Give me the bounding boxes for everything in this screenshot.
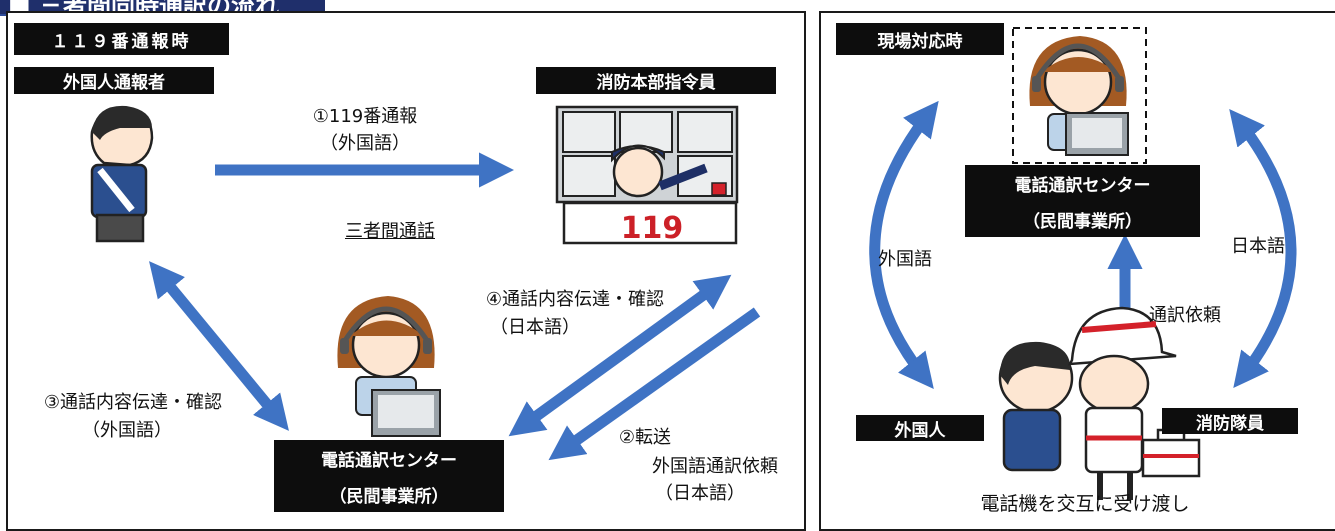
arrow4-label-line2: （日本語）: [490, 317, 580, 338]
center-label-line1: 電話通訳センター: [321, 450, 457, 471]
scenario-label-onsite: 現場対応時: [836, 23, 1004, 55]
interp-center-box-right: 電話通訳センター （民間事業所）: [965, 165, 1200, 237]
toolbox-icon: [1141, 428, 1201, 478]
page-title: ■ 三者間同時通訳の流れ: [8, 0, 280, 16]
caller-label: 外国人通報者: [14, 67, 214, 94]
dispatcher-console-icon: 119: [555, 105, 739, 246]
arrow-foreign-lang: [869, 100, 939, 389]
arrow1-label-line2: （外国語）: [320, 133, 410, 154]
arrow4-label-line1: ④通話内容伝達・確認: [485, 289, 665, 310]
arrow-japanese: [1229, 109, 1297, 389]
interp-request-label: 通訳依頼: [1149, 305, 1221, 326]
firefighter-figure-icon: [1067, 306, 1177, 500]
arrow-dispatch-center-4: [508, 274, 732, 437]
arrow3-label-line1: ③通話内容伝達・確認: [43, 392, 223, 413]
scenario-label-119: １１９番通報時: [14, 23, 229, 55]
center-label-right-line2: （民間事業所）: [1023, 211, 1142, 232]
interp-center-box-left: 電話通訳センター （民間事業所）: [274, 440, 504, 512]
three-way-call-label: 三者間通話: [345, 221, 435, 242]
caller-figure-icon: [90, 105, 154, 243]
firefighter-label: 消防隊員: [1162, 408, 1298, 434]
arrow2-label-line2: 外国語通訳依頼: [652, 456, 778, 477]
arrow-caller-center: [149, 261, 289, 431]
foreign-lang-label: 外国語: [878, 249, 932, 270]
arrow2-label-line3: （日本語）: [655, 483, 745, 504]
arrow3-label-line2: （外国語）: [82, 420, 172, 441]
center-label-right-line1: 電話通訳センター: [1014, 175, 1151, 196]
operator-headset-icon-right: [1029, 36, 1129, 156]
foreigner-label: 外国人: [856, 415, 984, 441]
japanese-label: 日本語: [1231, 236, 1285, 257]
bottom-caption: 電話機を交互に受け渡し: [980, 493, 1190, 515]
arrow1-label-line1: ①119番通報: [312, 106, 418, 127]
arrow2-label-line1: ②転送: [618, 427, 672, 448]
center-label-line2: （民間事業所）: [329, 486, 449, 507]
dispatcher-label: 消防本部指令員: [536, 67, 776, 94]
operator-headset-icon: [337, 296, 441, 437]
arrow-transfer-2: [548, 307, 761, 461]
operator-dashed-frame: [1012, 27, 1147, 164]
dispatcher-sign-119: 119: [621, 211, 684, 246]
foreigner-figure-icon: [998, 341, 1074, 472]
